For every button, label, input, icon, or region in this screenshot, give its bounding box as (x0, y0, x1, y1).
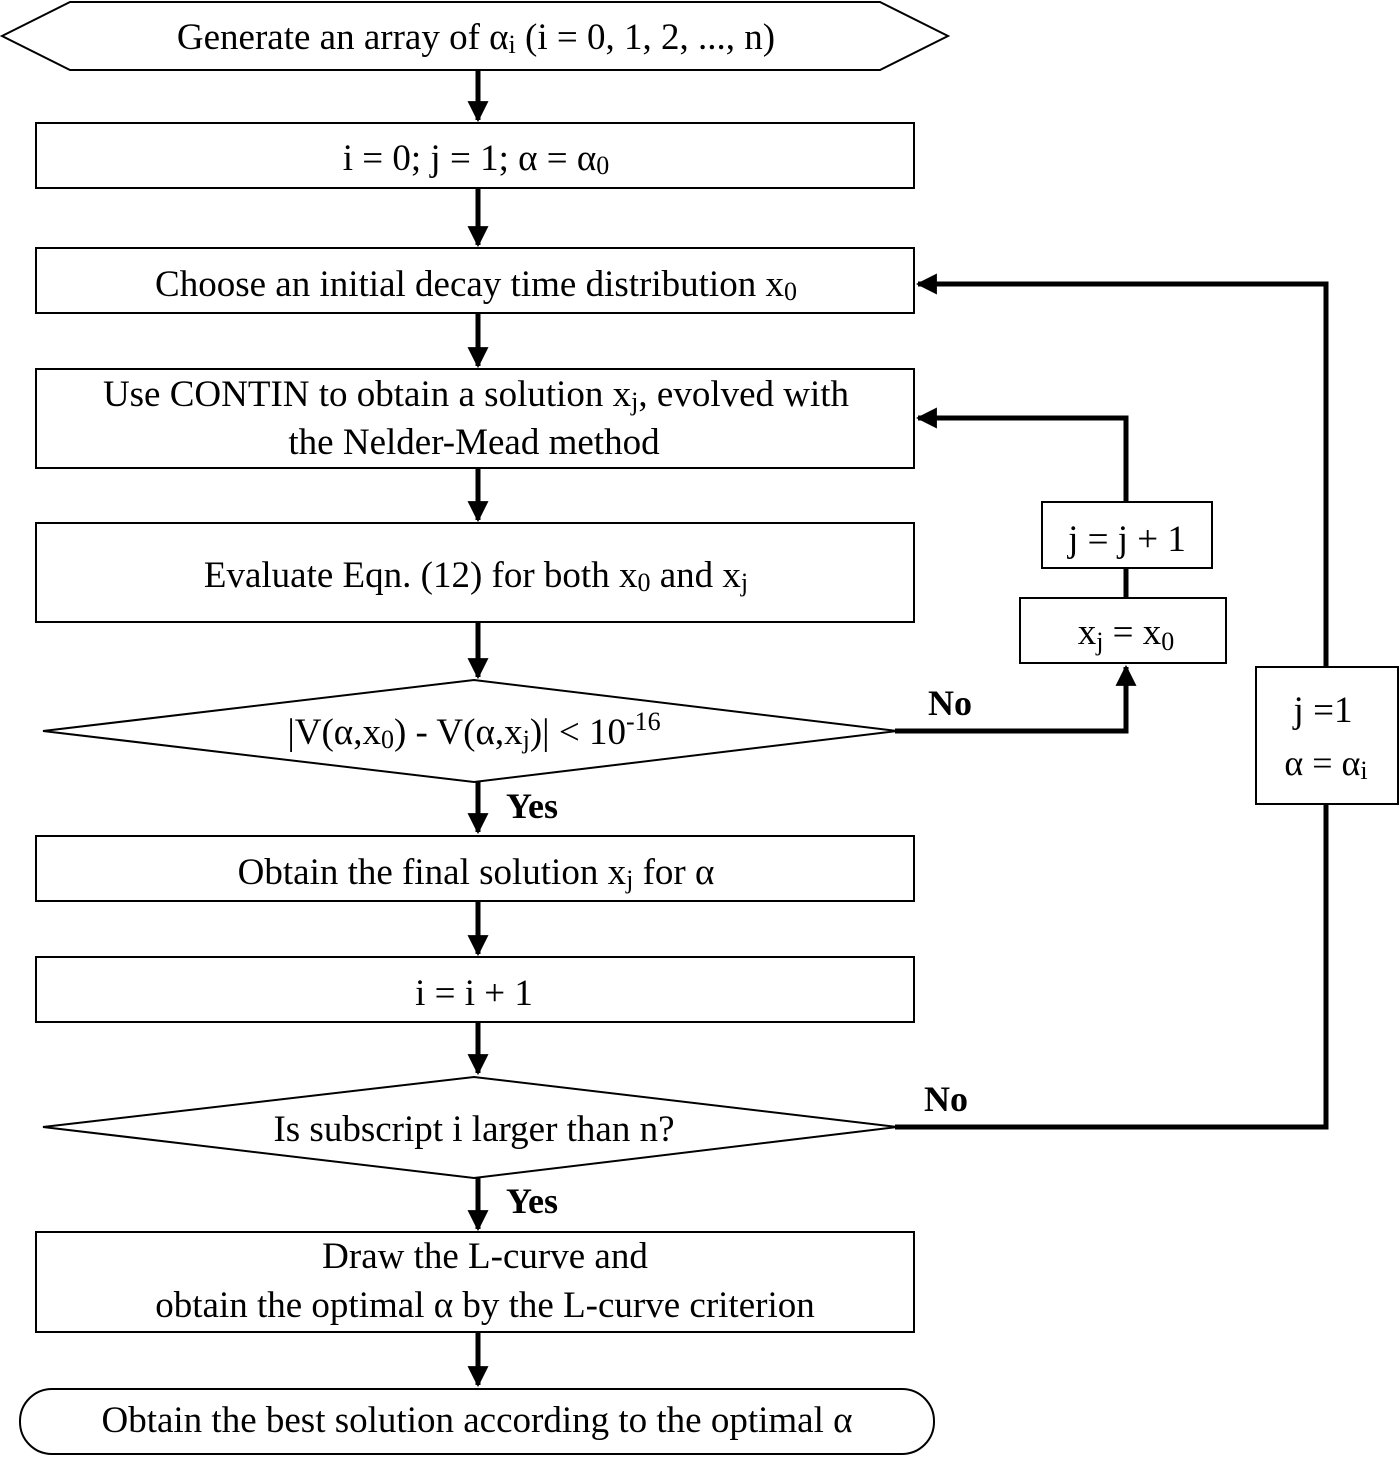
xj-assign-box: xj = x0 (1019, 597, 1227, 664)
choose-box: Choose an initial decay time distributio… (35, 247, 915, 314)
lcurve-line1: Draw the L-curve and (322, 1236, 648, 1277)
reset-box: j =1 α = αi (1255, 666, 1399, 805)
end-text: Obtain the best solution according to th… (101, 1400, 852, 1441)
start-node: Generate an array of αi (i = 0, 1, 2, ..… (0, 0, 951, 71)
contin-box: Use CONTIN to obtain a solution xj, evol… (35, 368, 915, 469)
label-yes-decision1: Yes (506, 786, 558, 826)
evaluate-text: Evaluate Eqn. (12) for both x0 and xj (204, 555, 748, 597)
final-text: Obtain the final solution xj for α (238, 852, 715, 894)
decision1-diamond: |V(α,x0) - V(α,xj)| < 10-16 (42, 678, 898, 784)
label-no-decision1: No (928, 683, 972, 723)
reset-line2: α = αi (1284, 743, 1367, 785)
init-text: i = 0; j = 1; α = α0 (343, 138, 610, 180)
j-increment-box: j = j + 1 (1041, 501, 1213, 569)
arrow-jinc-to-contin (915, 407, 1129, 502)
xj-assign-text: xj = x0 (1078, 612, 1175, 656)
label-no-decision2: No (924, 1079, 968, 1119)
start-text: Generate an array of αi (i = 0, 1, 2, ..… (177, 17, 775, 59)
end-node: Obtain the best solution according to th… (19, 1388, 935, 1455)
decision2-diamond: Is subscript i larger than n? (42, 1075, 898, 1180)
contin-line2: the Nelder-Mead method (288, 422, 660, 463)
init-box: i = 0; j = 1; α = α0 (35, 122, 915, 189)
contin-line1: Use CONTIN to obtain a solution xj, evol… (103, 374, 850, 416)
lcurve-line2: obtain the optimal α by the L-curve crit… (155, 1285, 814, 1326)
j-increment-text: j = j + 1 (1066, 519, 1186, 560)
increment-box: i = i + 1 (35, 956, 915, 1023)
reset-line1: j =1 (1292, 690, 1353, 731)
final-box: Obtain the final solution xj for α (35, 835, 915, 902)
lcurve-box: Draw the L-curve and obtain the optimal … (35, 1231, 915, 1333)
evaluate-box: Evaluate Eqn. (12) for both x0 and xj (35, 522, 915, 623)
arrow-decision1-no-to-xj (895, 664, 1137, 734)
line-decision2-no-to-reset (895, 804, 1329, 1130)
arrow-reset-to-choose (915, 273, 1329, 667)
label-yes-decision2: Yes (506, 1181, 558, 1221)
decision1-text: |V(α,x0) - V(α,xj)| < 10-16 (287, 707, 660, 754)
choose-text: Choose an initial decay time distributio… (155, 264, 797, 306)
decision2-text: Is subscript i larger than n? (273, 1109, 674, 1150)
increment-text: i = i + 1 (415, 973, 533, 1014)
